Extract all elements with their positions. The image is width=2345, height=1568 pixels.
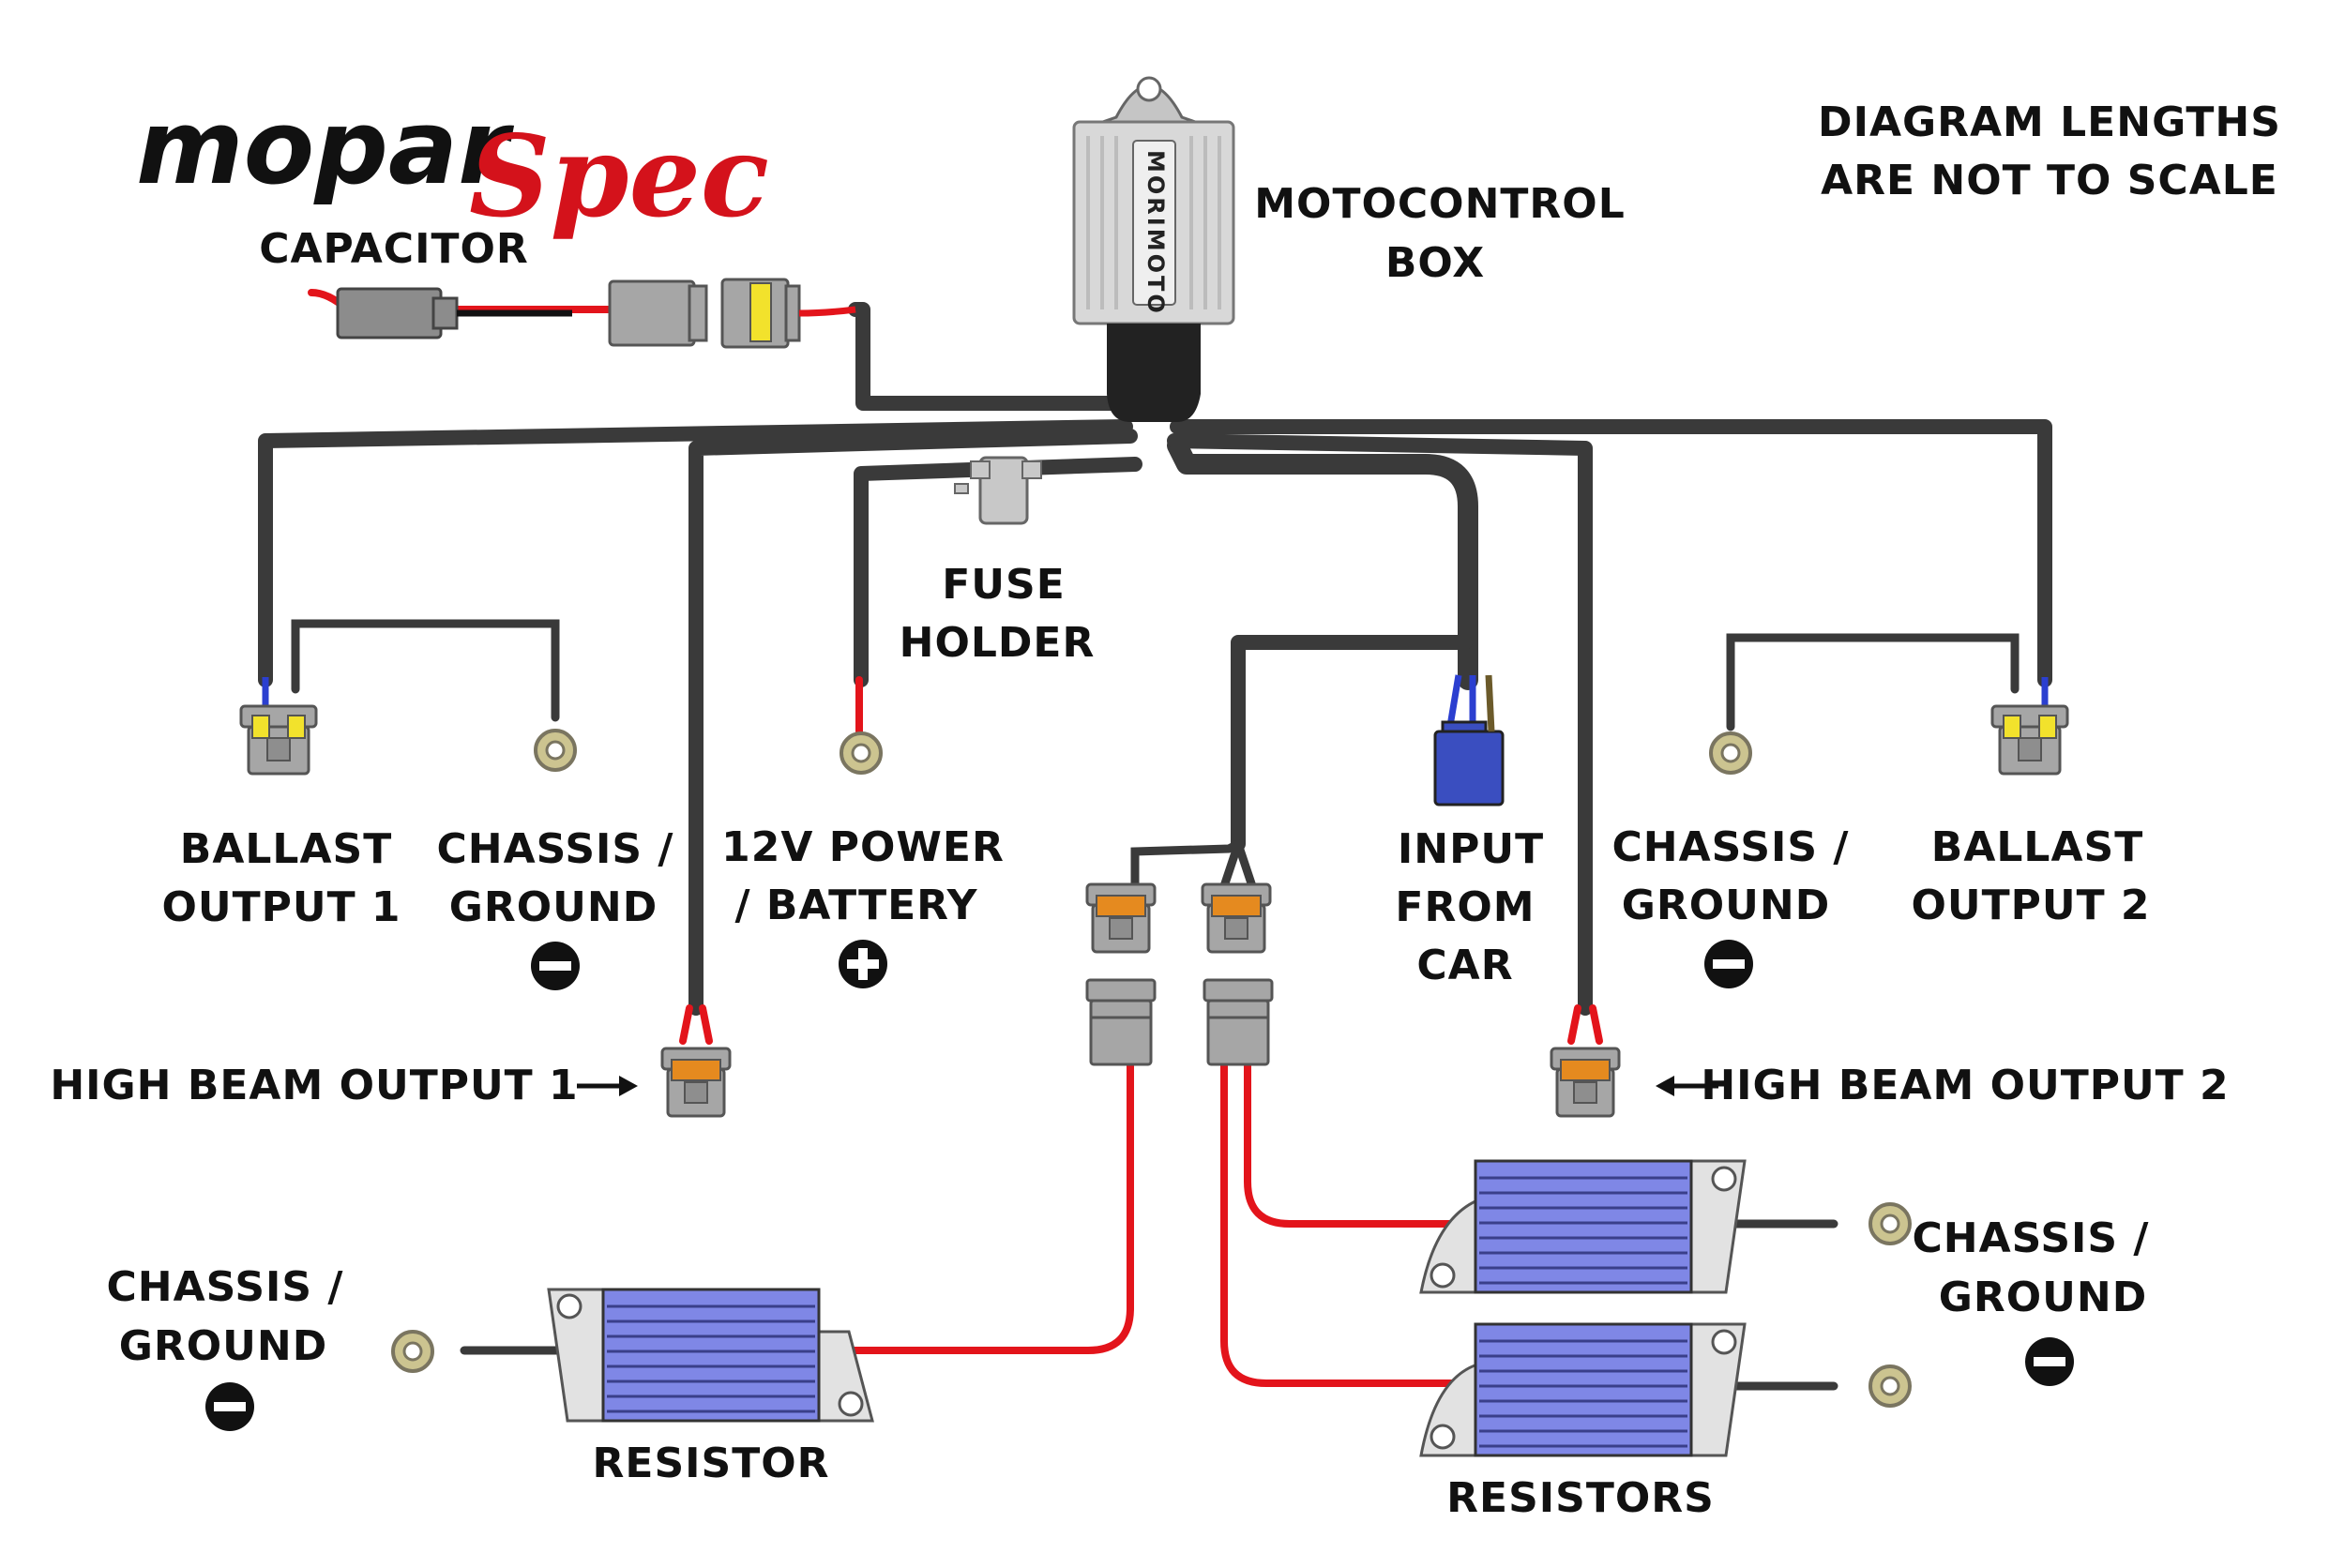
center-plug-left xyxy=(1085,978,1157,1066)
input-connector xyxy=(1433,674,1505,807)
power-ring xyxy=(840,731,883,775)
resistor-top-right xyxy=(1419,1159,1747,1294)
ballast-1-label-line2: OUTPUT 1 xyxy=(161,883,401,931)
ballast-2-label-line1: BALLAST xyxy=(1931,823,2143,871)
minus-circle-icon xyxy=(2025,1337,2074,1386)
input-label-line1: INPUT xyxy=(1398,825,1544,873)
ballast-2-ground-wire xyxy=(1726,633,2020,731)
resistor-label: RESISTOR xyxy=(593,1440,830,1487)
hb-branch-wire xyxy=(1231,635,1473,852)
high-beam-1-label: HIGH BEAM OUTPUT 1 xyxy=(50,1062,578,1109)
ballast-1-ground-ring xyxy=(534,729,577,772)
plus-circle-icon xyxy=(839,940,887,988)
logo-spec-text: Spec xyxy=(469,111,769,243)
box-cable-boot xyxy=(1107,324,1201,422)
connector-fork-wire xyxy=(1219,839,1257,891)
resistor-left-ground-label-line1: CHASSIS / xyxy=(106,1263,343,1311)
box-brand-text: MORIMOTO xyxy=(1142,150,1169,316)
capacitor: CAPACITOR xyxy=(259,225,856,349)
resistor-right-ground-label-line1: CHASSIS / xyxy=(1912,1214,2149,1262)
resistors-label: RESISTORS xyxy=(1446,1474,1715,1522)
input-wire xyxy=(1167,435,1478,690)
minus-circle-icon xyxy=(531,942,580,990)
high-beam-2-wire xyxy=(1167,433,1593,1016)
resistor-left xyxy=(547,1288,874,1423)
resistor-bottom-right xyxy=(1419,1322,1747,1457)
box-brand-plate xyxy=(1132,140,1176,306)
resistor-bottom-ground-ring xyxy=(1868,1364,1912,1408)
center-connector-left xyxy=(1085,882,1157,954)
box-label-line2: BOX xyxy=(1385,239,1485,287)
input-label-line2: FROM xyxy=(1395,883,1535,931)
fuse-label-line2: HOLDER xyxy=(900,619,1096,667)
motocontrol-box: MORIMOTO xyxy=(1072,76,1235,422)
power-label-line2: / BATTERY xyxy=(735,882,978,929)
hb1-red xyxy=(679,1004,713,1045)
ballast-1-ground-wire xyxy=(291,619,560,722)
logo-mopar-text: mopar xyxy=(136,87,514,207)
resistor-left-ground-label-line2: GROUND xyxy=(119,1322,327,1370)
resistor-left-ground-ring xyxy=(391,1330,434,1373)
fuse-label-line1: FUSE xyxy=(942,561,1066,609)
high-beam-1-connector xyxy=(660,1047,732,1118)
center-plug-right xyxy=(1203,978,1274,1066)
arrow-right-icon xyxy=(577,1076,638,1096)
capacitor-connector-female xyxy=(720,278,801,349)
scale-note-line2: ARE NOT TO SCALE xyxy=(1821,157,2278,204)
mopar-spec-logo: mopar Spec xyxy=(136,87,769,243)
minus-circle-icon xyxy=(205,1382,254,1431)
hb2-red xyxy=(1567,1004,1603,1045)
ballast-2-label-line2: OUTPUT 2 xyxy=(1911,882,2150,929)
ballast-1-label-line1: BALLAST xyxy=(180,825,392,873)
black-wires xyxy=(258,302,2052,1016)
ballast-2-ground-ring xyxy=(1709,731,1752,775)
ground-right-label-line2: GROUND xyxy=(1622,882,1830,929)
ballast-1-connector xyxy=(239,704,318,776)
center-connector-right xyxy=(1201,882,1272,954)
resistor-top-red xyxy=(1244,1061,1481,1228)
fuse-holder xyxy=(954,456,1042,525)
ballast-1-wire xyxy=(258,419,1133,687)
red-wires xyxy=(308,289,1603,1387)
ground-left-label-line1: CHASSIS / xyxy=(436,825,673,873)
scale-note-line1: DIAGRAM LENGTHS xyxy=(1818,98,2281,146)
power-wire xyxy=(854,457,1142,687)
ground-right-label-line1: CHASSIS / xyxy=(1611,823,1849,871)
capacitor-wire xyxy=(848,302,1138,411)
resistor-bottom-red xyxy=(1220,1061,1481,1387)
minus-circle-icon xyxy=(1704,940,1753,988)
capacitor-label: CAPACITOR xyxy=(259,225,529,273)
resistor-left-red xyxy=(817,1061,1134,1354)
resistor-right-ground-label-line2: GROUND xyxy=(1939,1274,2147,1321)
ballast-2-wire xyxy=(1170,419,2052,687)
box-label-line1: MOTOCONTROL xyxy=(1254,180,1625,228)
ballast-2-connector xyxy=(1990,704,2069,776)
high-beam-2-label: HIGH BEAM OUTPUT 2 xyxy=(1701,1062,2229,1109)
resistor-top-ground-ring xyxy=(1868,1202,1912,1245)
ground-left-label-line2: GROUND xyxy=(449,883,658,931)
high-beam-1-wire xyxy=(688,429,1138,1016)
arrow-left-icon xyxy=(1656,1076,1718,1096)
blue-wires xyxy=(262,674,2049,732)
capacitor-connector-male xyxy=(608,279,708,347)
input-label-line3: CAR xyxy=(1416,942,1513,989)
high-beam-2-connector xyxy=(1550,1047,1621,1118)
power-label-line1: 12V POWER xyxy=(721,823,1005,871)
capacitor-body xyxy=(336,287,443,339)
